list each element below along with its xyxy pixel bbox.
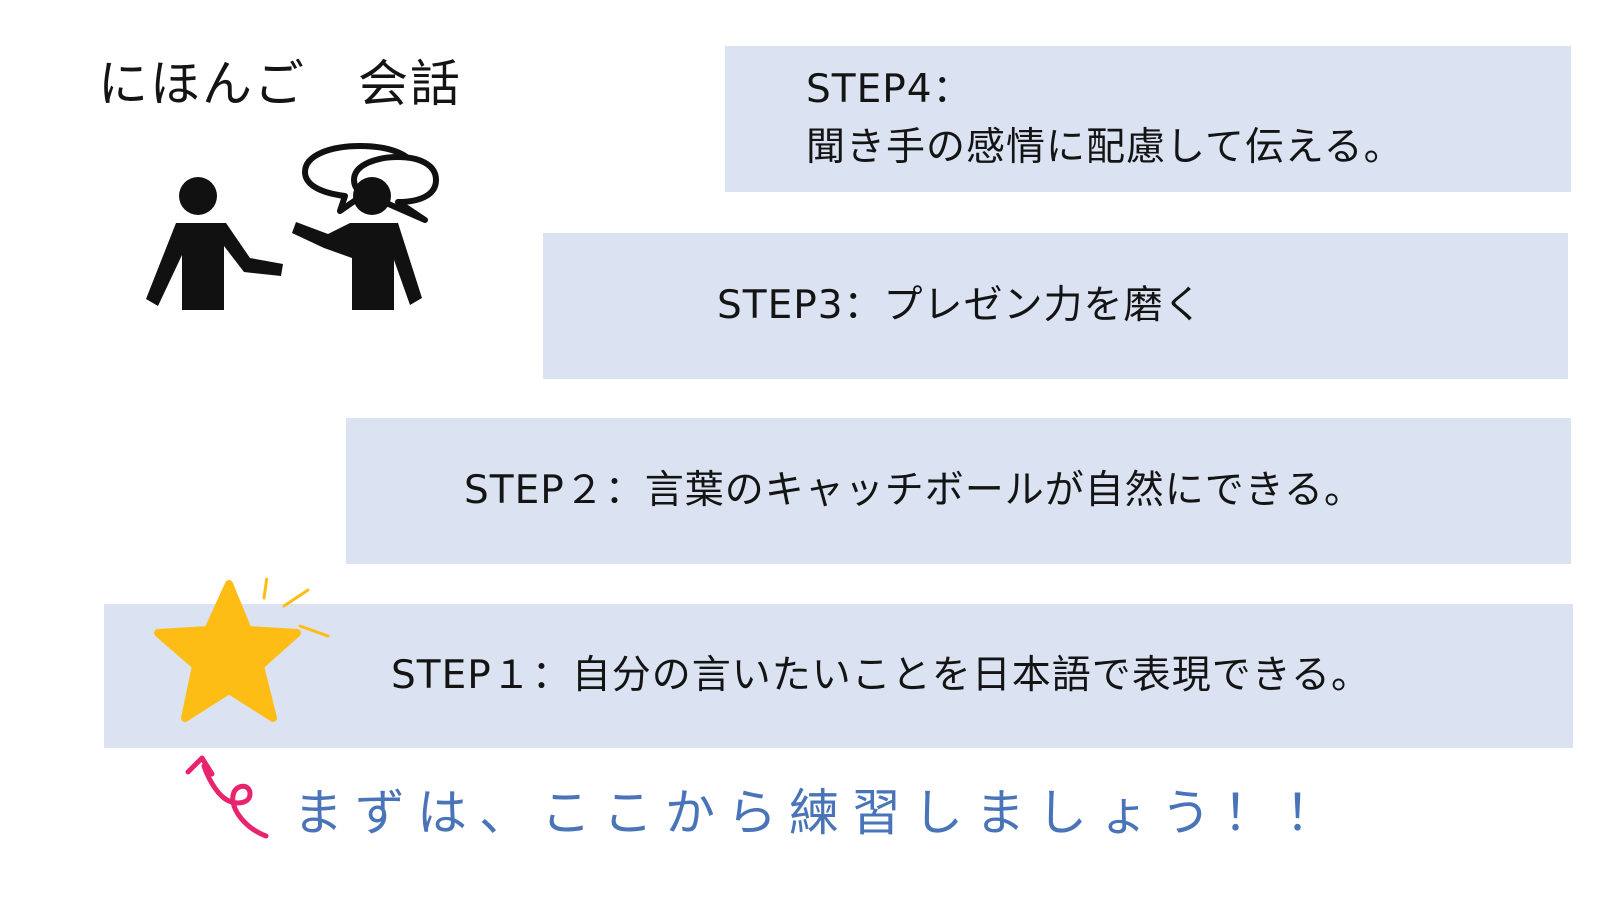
- step-4-label: STEP4： 聞き手の感情に配慮して伝える。: [806, 67, 1404, 170]
- step-3-box: STEP3：プレゼン力を磨く: [543, 233, 1568, 379]
- step-3-label: STEP3：プレゼン力を磨く: [717, 283, 1204, 328]
- step-2-label: STEP２：言葉のキャッチボールが自然にできる。: [464, 468, 1364, 513]
- star-icon: [154, 578, 330, 722]
- practice-callout: まずは、ここから練習しましょう！！: [293, 784, 1347, 842]
- step-1-label: STEP１：自分の言いたいことを日本語で表現できる。: [391, 653, 1371, 698]
- curly-arrow-icon: [185, 755, 269, 839]
- page-title: にほんご 会話: [98, 55, 462, 113]
- two-people-talking-icon: [146, 143, 439, 310]
- step-4-box: STEP4： 聞き手の感情に配慮して伝える。: [725, 46, 1571, 192]
- step-2-box: STEP２：言葉のキャッチボールが自然にできる。: [346, 418, 1571, 564]
- step-1-box: STEP１：自分の言いたいことを日本語で表現できる。: [104, 604, 1573, 748]
